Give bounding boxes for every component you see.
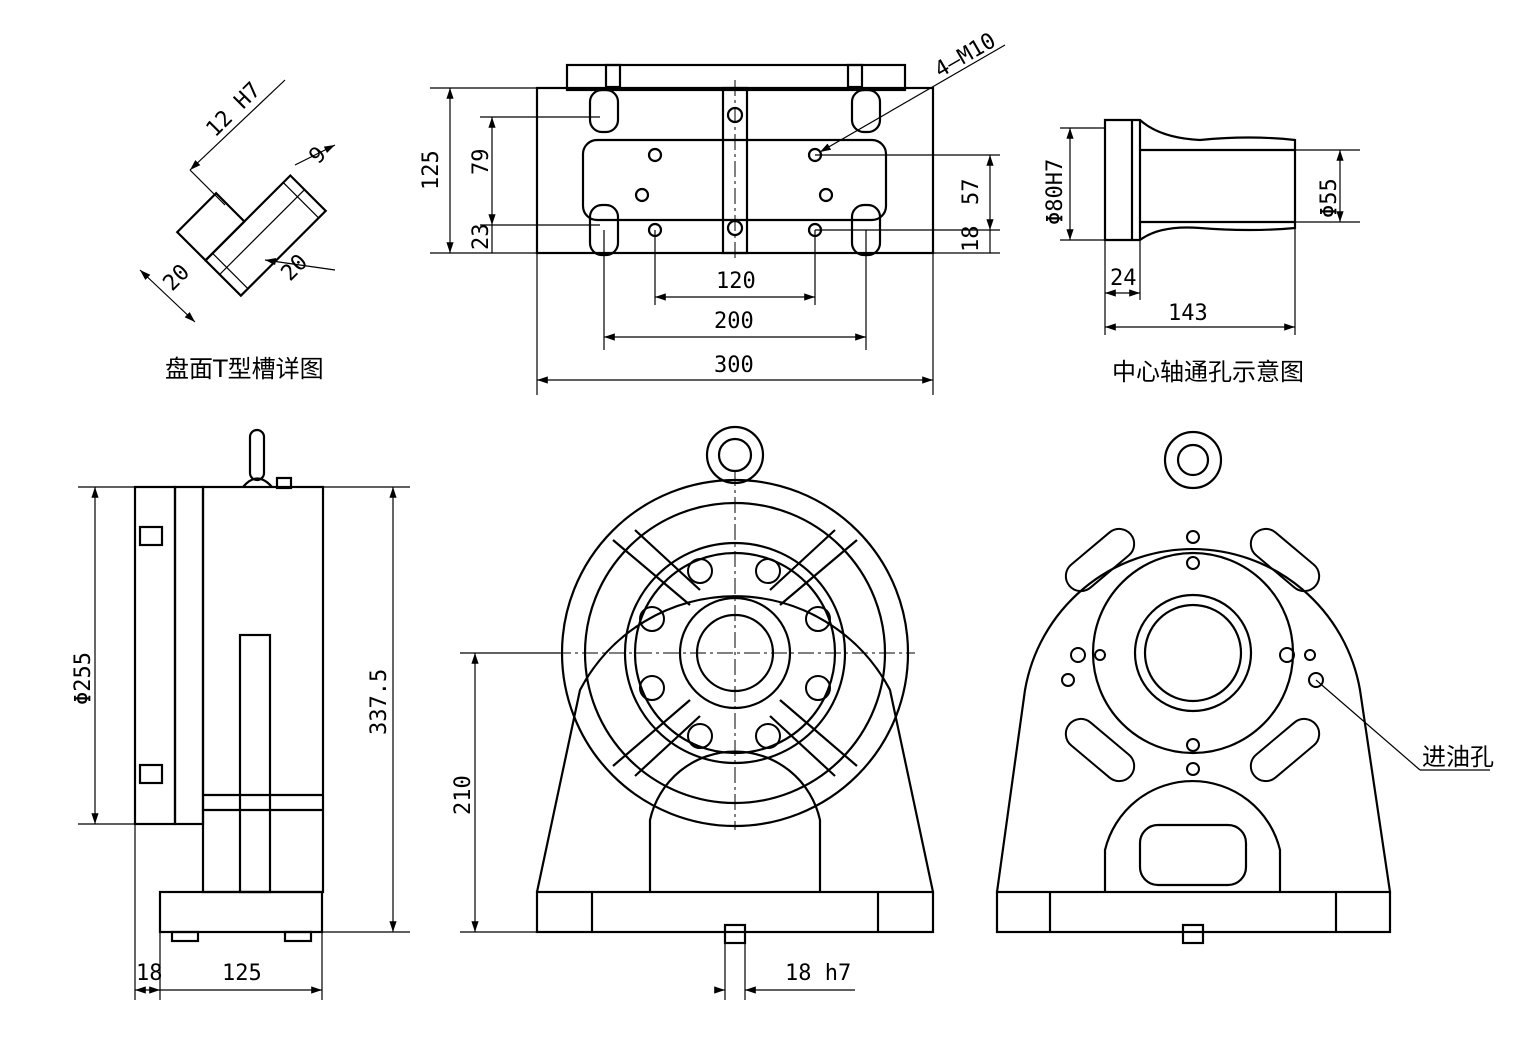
side-dim-18: 18	[136, 961, 163, 986]
front-dim-210: 210	[451, 775, 476, 815]
side-view: Φ255 337.5 18 125	[71, 428, 410, 1000]
tslot-dim-12h7: 12 H7	[202, 78, 267, 143]
front-view: 210 18 h7	[451, 425, 935, 1000]
tslot-dim-9: 9	[305, 142, 332, 169]
tslot-dim-20a: 20	[159, 260, 195, 296]
side-dim-255: Φ255	[71, 652, 96, 705]
oil-inlet-label: 进油孔	[1422, 743, 1494, 771]
top-dim-23: 23	[469, 224, 494, 251]
tslot-detail-view: 12 H7 9 20 20 盘面T型槽详图	[139, 78, 336, 383]
front-dim-18h7: 18 h7	[785, 961, 851, 986]
side-dim-3375: 337.5	[367, 669, 392, 735]
top-dim-300: 300	[714, 353, 754, 378]
shaft-caption: 中心轴通孔示意图	[1112, 358, 1304, 386]
top-dim-79: 79	[469, 149, 494, 176]
shaft-dim-24: 24	[1110, 266, 1137, 291]
shaft-bore-view: Φ80H7 Φ55 24 143 中心轴通孔示意图	[1043, 118, 1360, 386]
top-dim-125: 125	[419, 150, 444, 190]
shaft-dim-55: Φ55	[1317, 178, 1342, 218]
shaft-dim-80h7: Φ80H7	[1043, 159, 1068, 225]
side-dim-125: 125	[222, 961, 262, 986]
rear-view: 进油孔	[995, 430, 1494, 945]
top-dim-57: 57	[959, 179, 984, 206]
tslot-caption: 盘面T型槽详图	[165, 355, 324, 383]
shaft-dim-143: 143	[1168, 301, 1208, 326]
top-dim-200: 200	[714, 309, 754, 334]
top-dim-18: 18	[959, 226, 984, 253]
top-plan-view: 4—M10 125 79 23 57 18 120 200 300	[419, 28, 1006, 395]
top-dim-m10: 4—M10	[931, 28, 1001, 83]
top-dim-120: 120	[716, 269, 756, 294]
